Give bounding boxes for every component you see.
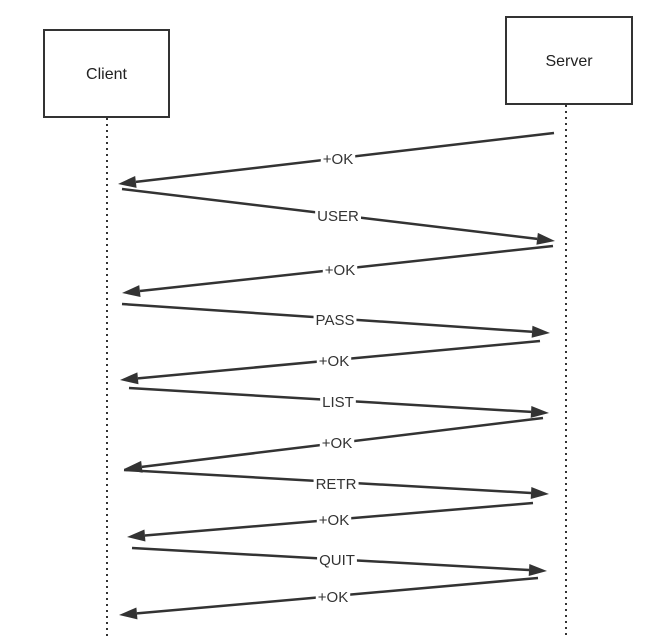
message-label-background: [313, 476, 359, 493]
message-arrowhead: [127, 529, 146, 542]
message-label-background: [319, 435, 355, 452]
message-label: PASS: [316, 312, 355, 329]
message-label-background: [316, 512, 352, 529]
message-retr-8: RETR: [123, 468, 549, 499]
message-label-background: [320, 151, 356, 168]
client-label: Client: [86, 66, 127, 83]
client-participant: Client: [43, 29, 170, 118]
message-label: USER: [317, 208, 359, 225]
message-pass-4: PASS: [121, 302, 550, 338]
message-ok-3: +OK: [122, 244, 554, 298]
message-label-background: [315, 208, 361, 225]
message-label-background: [316, 353, 352, 370]
message-arrowhead: [536, 232, 555, 245]
message-label: +OK: [319, 353, 349, 370]
server-participant: Server: [505, 16, 633, 105]
message-ok-7: +OK: [124, 416, 544, 473]
message-user-2: USER: [121, 187, 555, 245]
message-label-background: [313, 312, 357, 329]
message-label-background: [322, 262, 358, 279]
message-ok-9: +OK: [127, 501, 534, 542]
message-quit-10: QUIT: [131, 546, 547, 576]
message-label: +OK: [323, 151, 353, 168]
message-label: +OK: [318, 589, 348, 606]
message-ok-5: +OK: [120, 339, 541, 385]
message-label-background: [317, 552, 357, 569]
message-label: +OK: [325, 262, 355, 279]
messages-group: +OK USER +OK PASS +OK LIST +OK RETR +OK QUIT +OK: [118, 131, 555, 620]
message-label: +OK: [319, 512, 349, 529]
message-label: LIST: [322, 394, 354, 411]
message-arrowhead: [122, 285, 141, 298]
message-label-background: [320, 394, 356, 411]
message-list-6: LIST: [128, 386, 549, 418]
message-arrowhead: [119, 607, 138, 620]
server-label: Server: [545, 53, 593, 70]
message-arrowhead: [530, 486, 549, 499]
message-label: RETR: [316, 476, 357, 493]
message-arrowhead: [528, 564, 547, 576]
message-arrowhead: [120, 372, 139, 385]
message-label: QUIT: [319, 552, 355, 569]
message-ok-11: +OK: [119, 576, 539, 620]
message-label-background: [315, 589, 351, 606]
message-arrowhead: [530, 405, 549, 418]
server-box: [505, 16, 633, 105]
message-arrowhead: [531, 325, 550, 338]
message-ok-1: +OK: [118, 131, 555, 188]
message-label: +OK: [322, 435, 352, 452]
client-box: [43, 29, 170, 118]
message-arrowhead: [118, 175, 137, 188]
